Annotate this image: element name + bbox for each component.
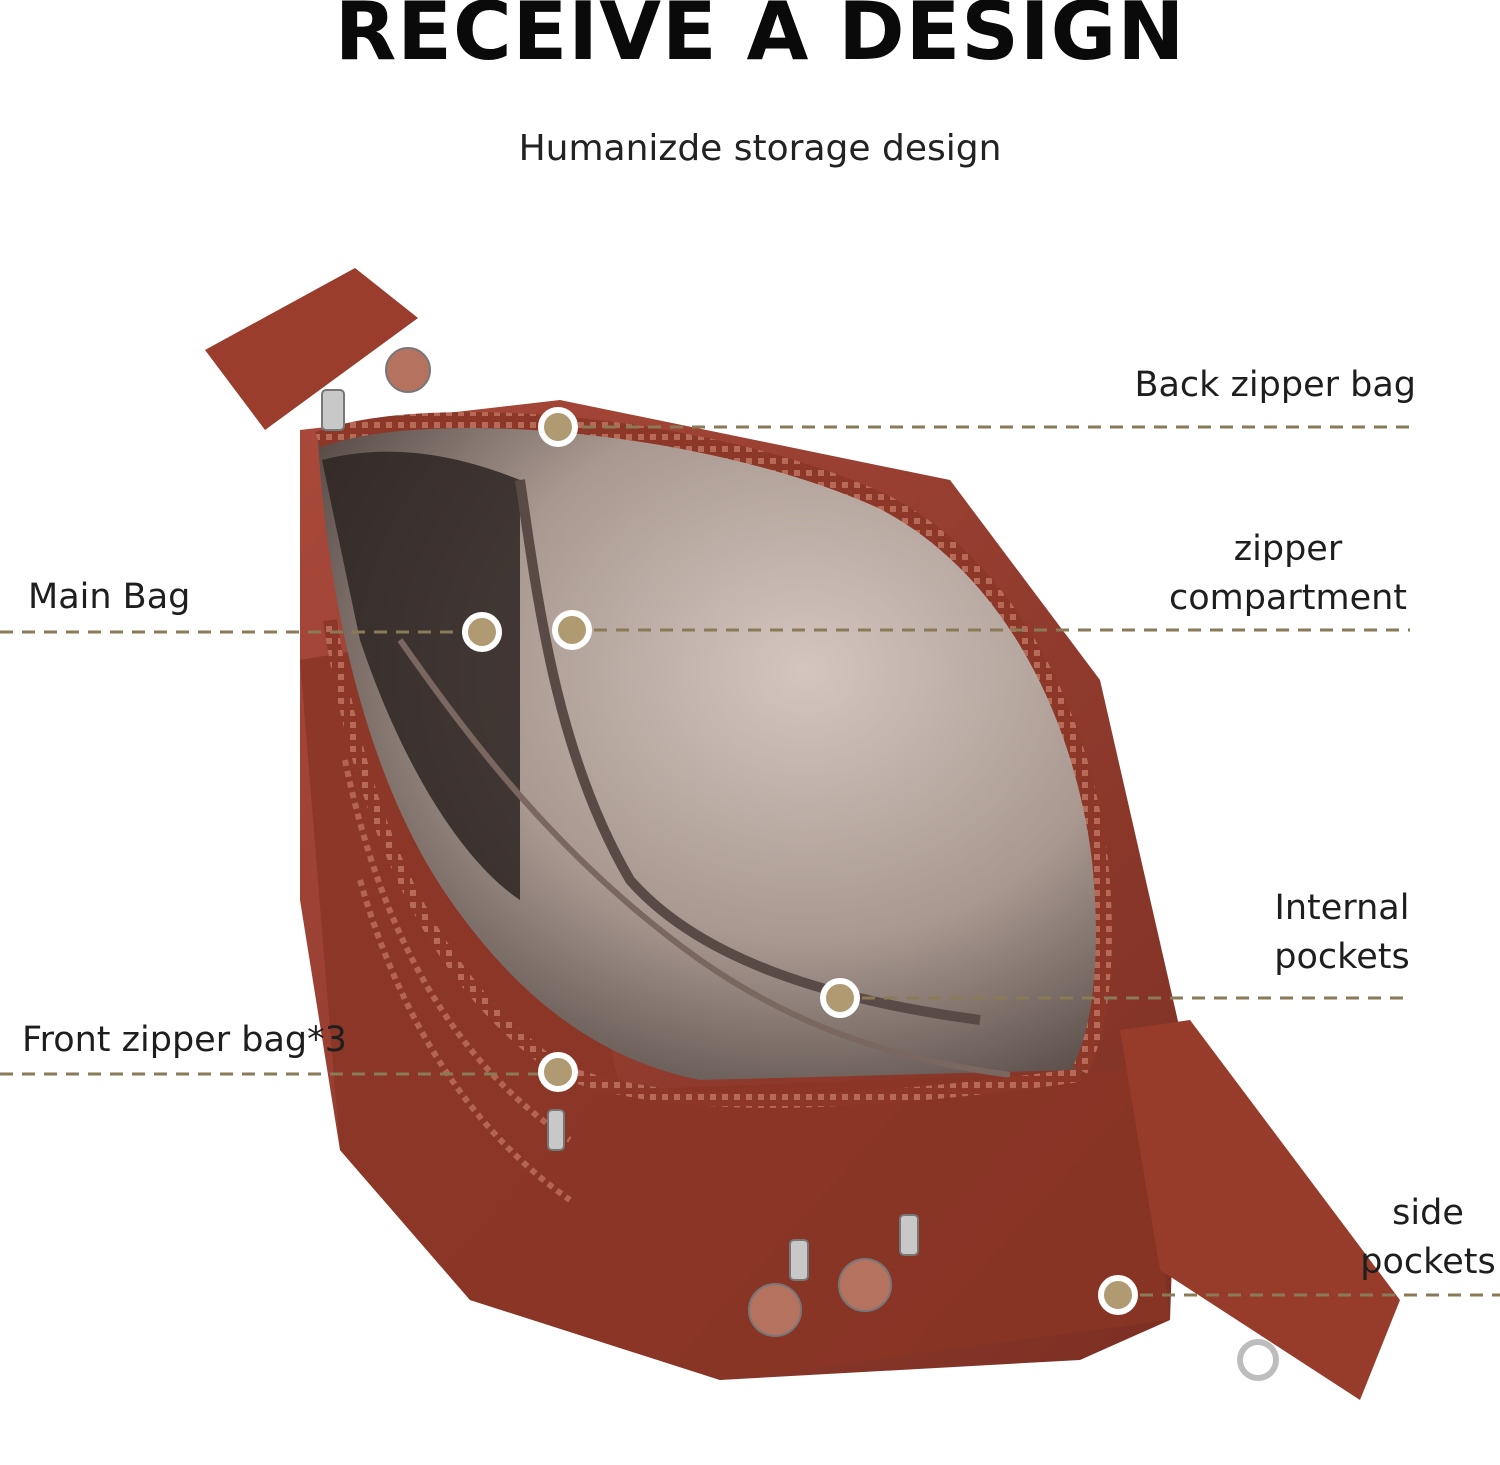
main-zipper [315, 412, 1112, 1074]
callout-internal-pockets-line2: pockets [1274, 937, 1410, 977]
callout-dot-main-bag [462, 612, 502, 652]
callout-zipper-compartment-line1: zipper [1233, 529, 1343, 569]
callout-zipper-compartment-line2: compartment [1168, 578, 1408, 618]
inner-pocket-shadow [322, 451, 520, 900]
callout-lines [0, 425, 1500, 1297]
zipper-pulls [321, 347, 1279, 1381]
callout-dot-zipper-compartment [552, 610, 592, 650]
callout-dots [462, 407, 1138, 1315]
callout-back-zipper-bag: Back zipper bag [1134, 365, 1416, 405]
callout-front-zipper-bag: Front zipper bag*3 [22, 1020, 347, 1060]
callout-internal-pockets: Internal pockets [1262, 884, 1422, 982]
callout-dot-back-zipper [538, 407, 578, 447]
page-subtitle: Humanizde storage design [518, 128, 1002, 169]
callout-zipper-compartment: zipper compartment [1160, 525, 1416, 623]
callout-dot-side-pockets [1098, 1275, 1138, 1315]
callout-side-pockets-line1: side [1392, 1193, 1464, 1233]
shoulder-strap-side [1120, 1020, 1400, 1400]
callout-dot-internal-pockets [820, 978, 860, 1018]
shoulder-strap-top [205, 268, 418, 430]
callout-side-pockets-line2: pockets [1360, 1242, 1496, 1282]
callout-main-bag: Main Bag [28, 577, 191, 617]
callout-internal-pockets-line1: Internal [1274, 888, 1410, 928]
callout-side-pockets: side pockets [1356, 1189, 1500, 1287]
page-title: RECEIVE A DESIGN [334, 0, 1186, 78]
callout-dot-front-zipper [538, 1052, 578, 1092]
